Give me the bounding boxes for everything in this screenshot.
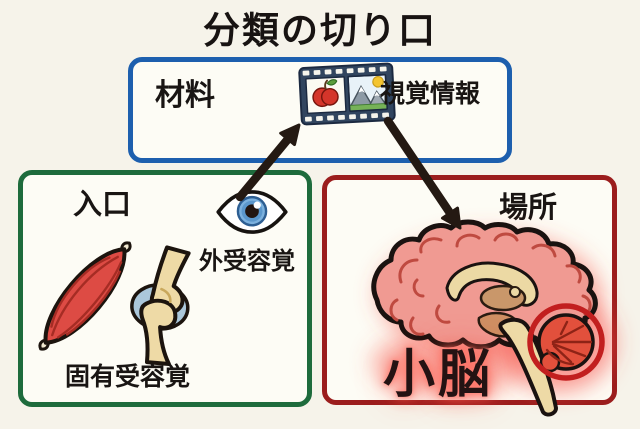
muscle-icon: [21, 226, 149, 366]
location-box: 場所: [322, 175, 617, 417]
joint-icon: [121, 242, 199, 367]
page-title: 分類の切り口: [203, 9, 437, 52]
brainstem: [498, 317, 558, 417]
cerebellum-highlight-ring: [527, 303, 605, 381]
material-box: 材料: [128, 57, 512, 163]
cerebellum-glyph: [537, 313, 595, 373]
film-strip-icon: [297, 62, 396, 127]
brain-icon: [361, 219, 621, 420]
material-label: 材料: [155, 78, 215, 113]
entrance-box: 入口 外受容覚: [18, 170, 312, 407]
apple-glyph: [312, 79, 339, 108]
eye-icon: [215, 187, 289, 237]
proprioception-label: 固有受容覚: [65, 362, 191, 391]
exteroception-label: 外受容覚: [199, 247, 295, 275]
visual-info-label: 視覚情報: [380, 79, 481, 108]
entrance-label: 入口: [73, 187, 132, 221]
cerebellum-label: 小脳: [383, 345, 494, 405]
location-label: 場所: [499, 190, 558, 224]
